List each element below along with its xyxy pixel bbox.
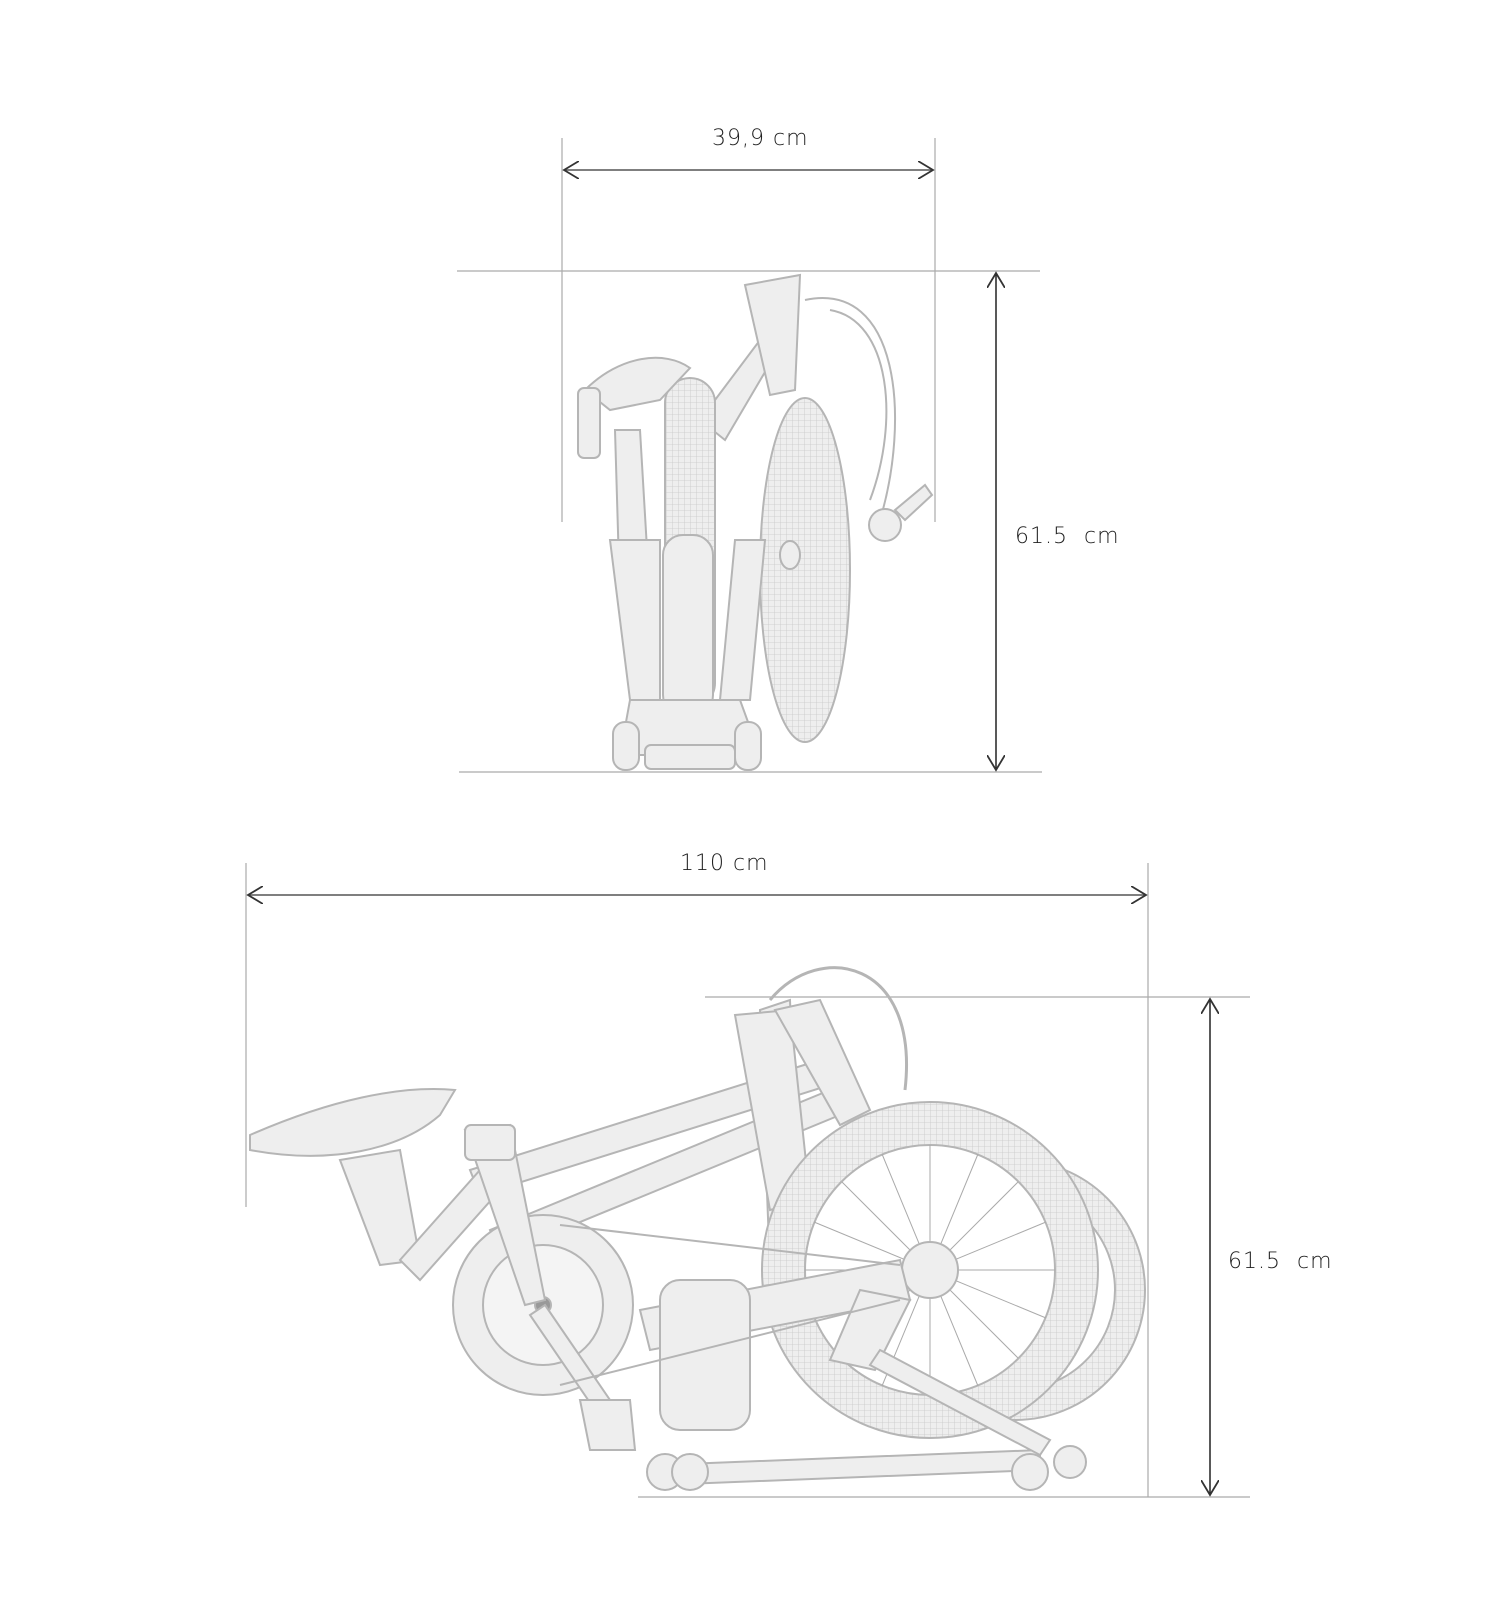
folded-side-view: [245, 863, 1250, 1498]
folded-side-height-label: 61.5 cm: [1228, 1249, 1333, 1274]
bike-front-illustration: [577, 273, 934, 771]
bike-side-illustration: [249, 966, 1146, 1491]
extension-lines: [457, 138, 1042, 773]
folded-length-label: 110 cm: [680, 851, 769, 876]
front-wheel: [759, 397, 851, 743]
extension-lines: [245, 863, 1250, 1498]
folded-front-height-label: 61.5 cm: [1015, 524, 1120, 549]
folded-width-label: 39,9 cm: [712, 126, 809, 151]
folded-front-view: [457, 138, 1042, 773]
